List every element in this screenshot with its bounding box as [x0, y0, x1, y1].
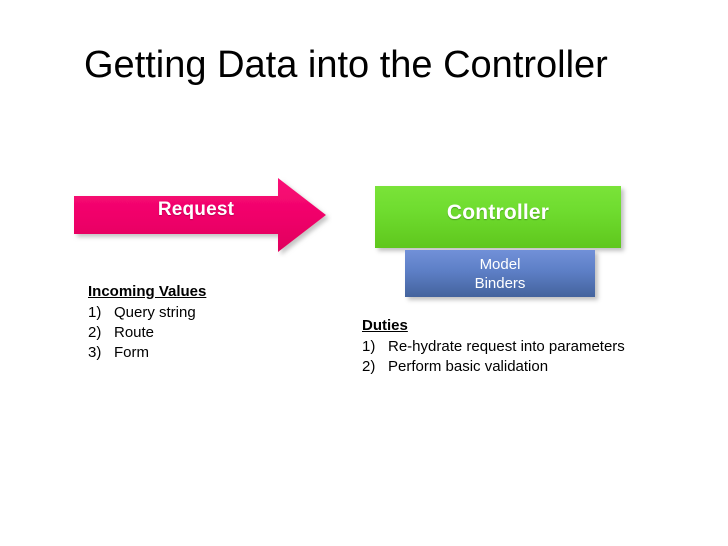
list-text: Re-hydrate request into parameters — [388, 338, 625, 355]
incoming-values-heading: Incoming Values — [88, 283, 207, 300]
list-item: 3) Form — [88, 343, 328, 363]
list-text: Perform basic validation — [388, 358, 549, 375]
controller-box-label: Controller — [446, 201, 550, 224]
list-item: 2) Route — [88, 323, 328, 343]
model-binders-line2: Binders — [474, 274, 526, 292]
duties-block: Duties 1) Re-hydrate request into parame… — [362, 316, 692, 377]
list-text: Form — [114, 344, 149, 361]
model-binders-box: Model Binders — [405, 250, 595, 297]
list-text: Route — [114, 324, 155, 341]
list-item: 1) Re-hydrate request into parameters — [362, 337, 692, 357]
list-text: Query string — [114, 304, 196, 321]
duties-list: 1) Re-hydrate request into parameters 2)… — [362, 337, 692, 377]
list-marker: 1) — [88, 304, 102, 321]
incoming-values-list: 1) Query string 2) Route 3) Form — [88, 303, 328, 363]
page-title: Getting Data into the Controller — [84, 44, 608, 86]
list-item: 1) Query string — [88, 303, 328, 323]
list-marker: 2) — [362, 358, 376, 375]
list-item: 2) Perform basic validation — [362, 357, 692, 377]
controller-box: Controller — [375, 186, 621, 248]
list-marker: 2) — [88, 324, 102, 341]
arrow-right-icon — [74, 178, 326, 252]
model-binders-line1: Model — [479, 255, 521, 273]
list-marker: 1) — [362, 338, 376, 355]
list-marker: 3) — [88, 344, 102, 361]
request-arrow-shape: Request — [70, 172, 332, 258]
request-arrow-label: Request — [157, 199, 235, 220]
incoming-values-block: Incoming Values 1) Query string 2) Route… — [88, 282, 328, 363]
duties-heading: Duties — [362, 317, 408, 334]
